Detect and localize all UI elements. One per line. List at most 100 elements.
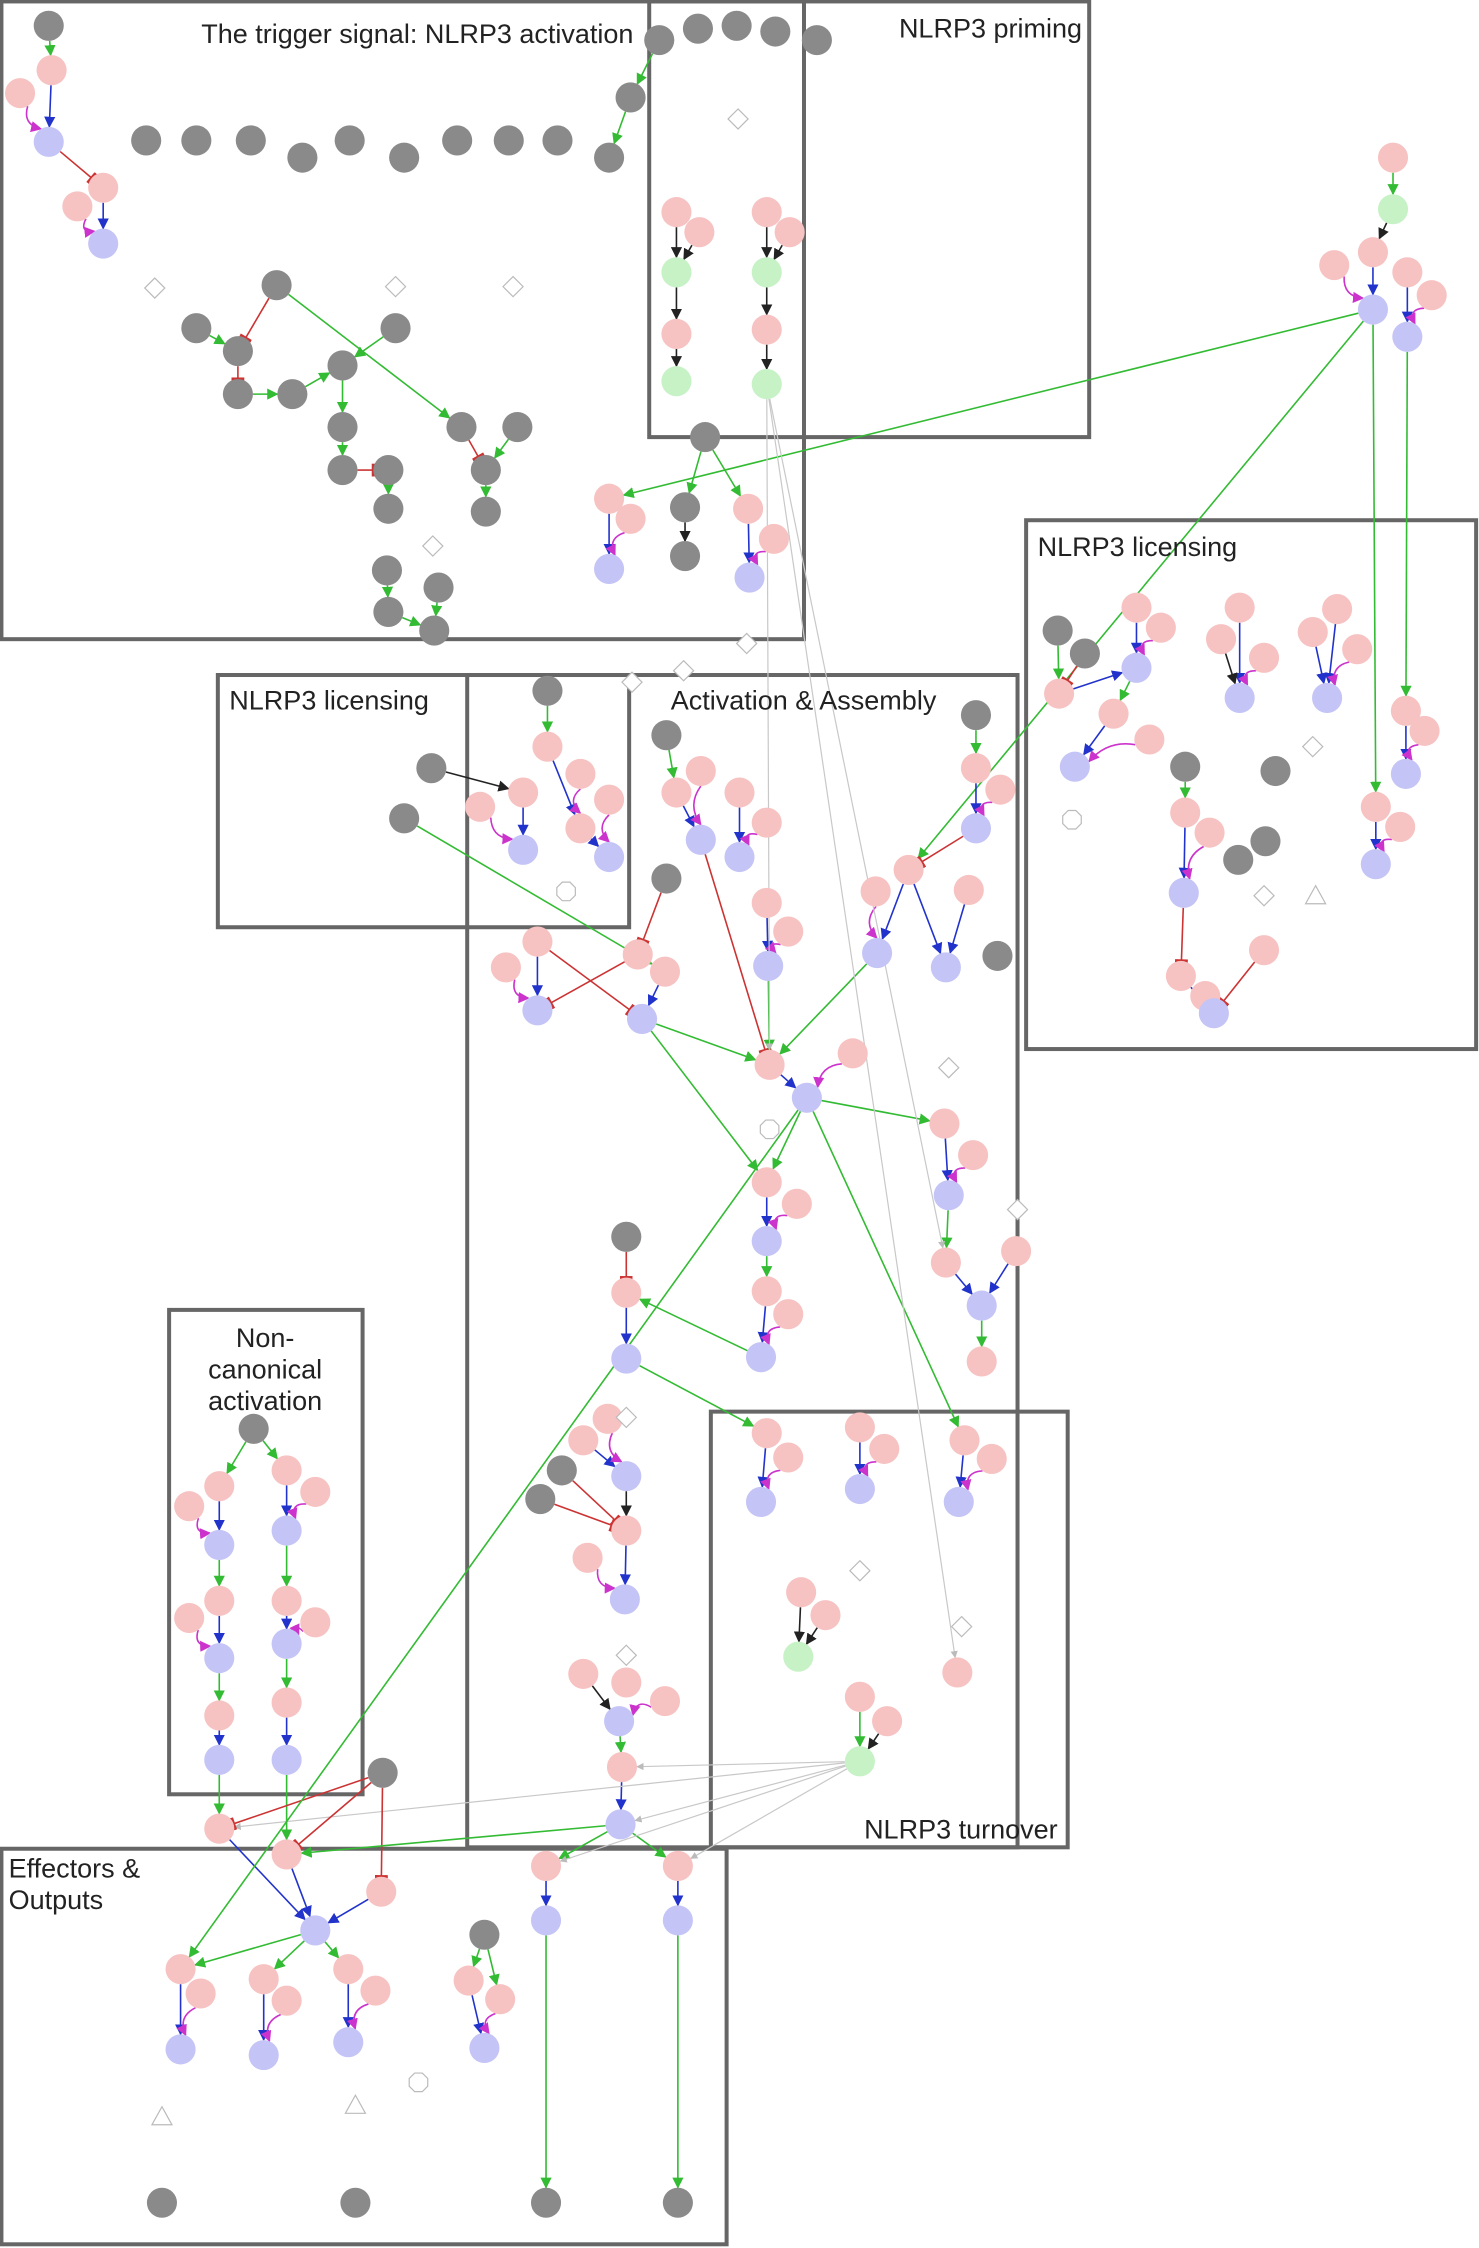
species-node: [611, 1221, 642, 1252]
reaction-edge: [193, 1933, 302, 1968]
reaction-edge: [913, 883, 943, 955]
reaction-edge: [647, 984, 660, 1007]
reaction-edge: [591, 1685, 611, 1711]
reaction-edge: [569, 788, 582, 815]
species-node: [837, 1038, 868, 1069]
species-node: [1170, 751, 1201, 782]
reaction-edge: [655, 1023, 757, 1062]
reaction-edge: [686, 451, 702, 494]
species-node: [1121, 592, 1152, 623]
species-node: [611, 1277, 642, 1308]
reaction-edge: [587, 835, 600, 848]
species-node: [960, 753, 992, 784]
species-node: [222, 336, 253, 367]
reaction-edge: [880, 883, 905, 941]
species-node: [1069, 638, 1100, 669]
species-node: [416, 753, 447, 784]
species-node: [1409, 715, 1440, 746]
reaction-edge: [1060, 665, 1078, 686]
reaction-edge: [690, 785, 702, 826]
reaction-edge: [513, 979, 530, 1004]
group-box-priming: [647, 0, 1092, 440]
species-node: [522, 995, 553, 1026]
reaction-edge: [291, 1868, 312, 1918]
reaction-edge: [353, 336, 384, 358]
reaction-edge: [25, 105, 43, 133]
reaction-edge: [44, 85, 56, 128]
reaction-edge: [757, 1448, 769, 1489]
group-box-noncanonical: [167, 1307, 365, 1797]
species-node: [277, 379, 308, 410]
species-node: [783, 1641, 814, 1672]
group-title-effectors: Outputs: [9, 1885, 104, 1915]
process-node: [937, 1056, 960, 1079]
reaction-edge: [760, 1326, 781, 1346]
species-node: [960, 700, 992, 731]
process-node: [735, 632, 758, 655]
reaction-edge: [764, 941, 781, 954]
species-node: [146, 2187, 177, 2218]
species-node: [844, 1473, 875, 1505]
reaction-edge: [468, 439, 485, 462]
species-node: [204, 1700, 235, 1731]
species-node: [751, 314, 782, 345]
species-node: [271, 1515, 302, 1546]
reaction-edge: [739, 833, 758, 847]
reaction-edge: [196, 1517, 212, 1540]
reaction-edge: [596, 1568, 616, 1594]
species-node: [204, 1529, 235, 1560]
species-node: [1250, 826, 1281, 857]
process-node: [1006, 1198, 1029, 1221]
species-node: [5, 78, 36, 109]
species-node: [1121, 652, 1152, 683]
species-node: [502, 412, 533, 443]
species-node: [1392, 257, 1423, 288]
reaction-edge: [650, 1030, 759, 1172]
species-nodes: [5, 10, 1447, 2218]
species-node: [271, 1839, 302, 1870]
reaction-edge: [1181, 845, 1205, 881]
reaction-edge: [1174, 907, 1188, 963]
reaction-edge: [946, 1167, 966, 1184]
reaction-edge: [712, 449, 742, 497]
reaction-edge: [812, 1111, 960, 1428]
group-box-turnover: [708, 1409, 1070, 1850]
species-node: [622, 939, 653, 970]
reaction-edge: [1400, 351, 1412, 697]
species-node: [606, 1752, 638, 1783]
reaction-edge: [666, 749, 678, 779]
species-node: [733, 493, 764, 524]
reaction-edge: [1217, 961, 1256, 1007]
species-node: [532, 675, 563, 706]
reaction-edge: [226, 1441, 247, 1475]
reaction-edge: [638, 1298, 748, 1352]
reaction-edge: [772, 1111, 802, 1170]
reaction-edge: [765, 399, 774, 1051]
species-node: [930, 952, 961, 983]
reaction-edge: [690, 1768, 848, 1859]
species-node: [181, 313, 212, 344]
species-node: [271, 1687, 302, 1718]
species-node: [745, 1342, 777, 1373]
species-node: [287, 142, 318, 173]
species-node: [33, 126, 64, 157]
reaction-edge: [1088, 743, 1136, 763]
reaction-edge: [773, 244, 785, 261]
reaction-edge: [196, 1629, 212, 1652]
reaction-edge: [288, 293, 451, 419]
reaction-edge: [1052, 645, 1065, 680]
species-node: [773, 1299, 804, 1330]
reaction-edge: [682, 805, 695, 828]
species-node: [271, 1628, 302, 1659]
species-node: [661, 777, 692, 808]
reaction-edge: [941, 1138, 953, 1182]
species-node: [1170, 797, 1201, 828]
species-node: [469, 1919, 500, 1950]
process-node: [384, 275, 407, 298]
species-node: [684, 217, 715, 248]
species-node: [568, 1425, 599, 1456]
species-node: [1385, 811, 1416, 842]
species-node: [389, 803, 420, 834]
species-node: [568, 1658, 599, 1689]
